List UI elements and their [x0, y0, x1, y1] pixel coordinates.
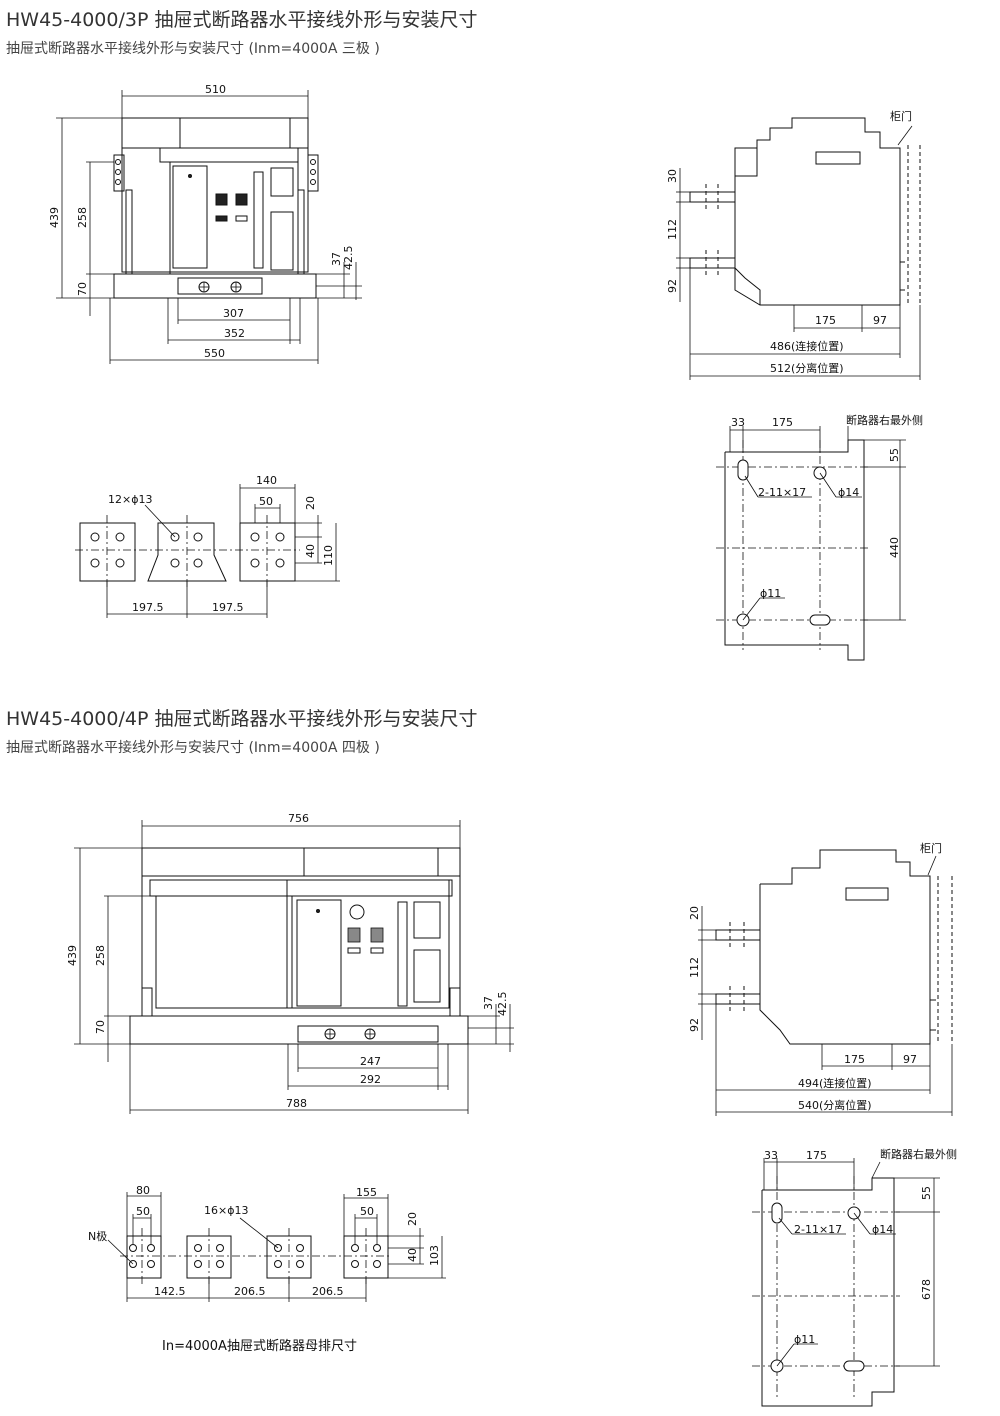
n-pole-label: N极: [88, 1229, 107, 1243]
dim-140-3p: 140: [256, 474, 277, 487]
dim-110-3p: 110: [322, 545, 335, 566]
dim-33-3p: 33: [731, 416, 745, 429]
dim-512-3p: 512(分离位置): [770, 361, 844, 375]
section-4p-title: HW45-4000/4P 抽屉式断路器水平接线外形与安装尺寸: [6, 708, 478, 730]
dim-440-3p: 440: [888, 537, 901, 558]
dim-42-5: 42.5: [342, 246, 355, 271]
dim-678: 678: [920, 1279, 933, 1300]
dim-175-4p: 175: [844, 1053, 865, 1066]
dim-197-5b-3p: 197.5: [212, 601, 244, 614]
dim-756: 756: [288, 812, 309, 825]
dim-352: 352: [224, 327, 245, 340]
dim-292: 292: [360, 1073, 381, 1086]
phi11-label-3p: ϕ11: [760, 587, 781, 600]
dim-37: 37: [330, 252, 343, 266]
section-3p-title: HW45-4000/3P 抽屉式断路器水平接线外形与安装尺寸: [6, 9, 478, 31]
dim-510: 510: [205, 83, 226, 96]
dim-247: 247: [360, 1055, 381, 1068]
phi11-label-4p: ϕ11: [794, 1333, 815, 1346]
cabinet-door-label-4p: 柜门: [920, 841, 942, 855]
busbar-holes-4p: [129, 1244, 381, 1268]
dim-70-4p: 70: [94, 1020, 107, 1034]
dim-103: 103: [428, 1245, 441, 1266]
front-view-4p: 756 439 258 70 37 42.5 247 292 788: [66, 812, 514, 1114]
dim-20-3p: 20: [304, 496, 317, 510]
dim-258-4p: 258: [94, 945, 107, 966]
dim-92-4p: 92: [688, 1018, 701, 1032]
dim-50b-4p: 50: [360, 1205, 374, 1218]
right-edge-label-3p: 断路器右最外侧: [846, 413, 923, 427]
dim-50a-4p: 50: [136, 1205, 150, 1218]
dim-37-4p: 37: [482, 996, 495, 1010]
busbar-caption-4p: In=4000A抽屉式断路器母排尺寸: [162, 1338, 357, 1354]
dim-70: 70: [76, 282, 89, 296]
dim-112-4p: 112: [688, 957, 701, 978]
dim-42-5-4p: 42.5: [496, 992, 509, 1017]
dim-175-holes-4p: 175: [806, 1149, 827, 1162]
front-view-3p: 510 439 258 70 37 42.5 307 352 550: [48, 83, 362, 364]
dim-112-3p: 112: [666, 219, 679, 240]
dim-486-3p: 486(连接位置): [770, 339, 844, 353]
dim-97-3p: 97: [873, 314, 887, 327]
right-edge-label-4p: 断路器右最外侧: [880, 1147, 957, 1161]
cabinet-door-label-3p: 柜门: [890, 109, 912, 123]
mounting-view-3p: 33 175 断路器右最外侧 55 440 2-11×17 ϕ14 ϕ11: [716, 413, 923, 661]
busbar-holes-label-3p: 12×ϕ13: [108, 493, 152, 506]
dim-206-5a: 206.5: [234, 1285, 266, 1298]
dim-92-3p: 92: [666, 279, 679, 293]
busbar-holes-3p: [90, 532, 285, 568]
slot-label-4p: 2-11×17: [794, 1223, 842, 1236]
busbar-view-4p: N极 16×ϕ13 80 50 155 50 20 40 103 142.5 2…: [88, 1184, 446, 1354]
section-4p-subtitle: 抽屉式断路器水平接线外形与安装尺寸 (Inm=4000A 四极 ): [6, 740, 380, 756]
phi14-label-3p: ϕ14: [838, 486, 859, 499]
dim-439-4p: 439: [66, 945, 79, 966]
dim-33-4p: 33: [764, 1149, 778, 1162]
section-3p-subtitle: 抽屉式断路器水平接线外形与安装尺寸 (Inm=4000A 三极 ): [6, 41, 380, 57]
mounting-view-4p: 33 175 断路器右最外侧 55 678 2-11×17 ϕ14 ϕ11: [752, 1147, 957, 1407]
slot-label-3p: 2-11×17: [758, 486, 806, 499]
dim-20-4p-side: 20: [688, 906, 701, 920]
dim-307: 307: [223, 307, 244, 320]
side-view-3p: 柜门 30 112 92 175 97 486(连接位置) 512(分离位置): [666, 109, 921, 380]
dim-788: 788: [286, 1097, 307, 1110]
dim-40-3p: 40: [304, 544, 317, 558]
dim-439: 439: [48, 207, 61, 228]
dim-20-4p: 20: [406, 1212, 419, 1226]
busbar-view-3p: 12×ϕ13 140 50 20 40 110 197.5 197.5: [75, 474, 340, 618]
dim-50-3p: 50: [259, 495, 273, 508]
dim-142-5: 142.5: [154, 1285, 186, 1298]
dim-80: 80: [136, 1184, 150, 1197]
dim-206-5b: 206.5: [312, 1285, 344, 1298]
dim-494: 494(连接位置): [798, 1076, 872, 1090]
dim-540: 540(分离位置): [798, 1098, 872, 1112]
dim-55-3p: 55: [888, 448, 901, 462]
dim-197-5a-3p: 197.5: [132, 601, 164, 614]
dim-175-3p: 175: [815, 314, 836, 327]
dim-97-4p: 97: [903, 1053, 917, 1066]
side-view-4p: 柜门 20 112 92 175 494(连接位置) 97 540(分离位置): [688, 841, 953, 1116]
dim-550: 550: [204, 347, 225, 360]
dim-258: 258: [76, 207, 89, 228]
dim-30-3p: 30: [666, 169, 679, 183]
dim-175-holes-3p: 175: [772, 416, 793, 429]
dim-55-4p: 55: [920, 1186, 933, 1200]
dim-155: 155: [356, 1186, 377, 1199]
phi14-label-4p: ϕ14: [872, 1223, 893, 1236]
dim-40-4p: 40: [406, 1248, 419, 1262]
busbar-holes-label-4p: 16×ϕ13: [204, 1204, 248, 1217]
